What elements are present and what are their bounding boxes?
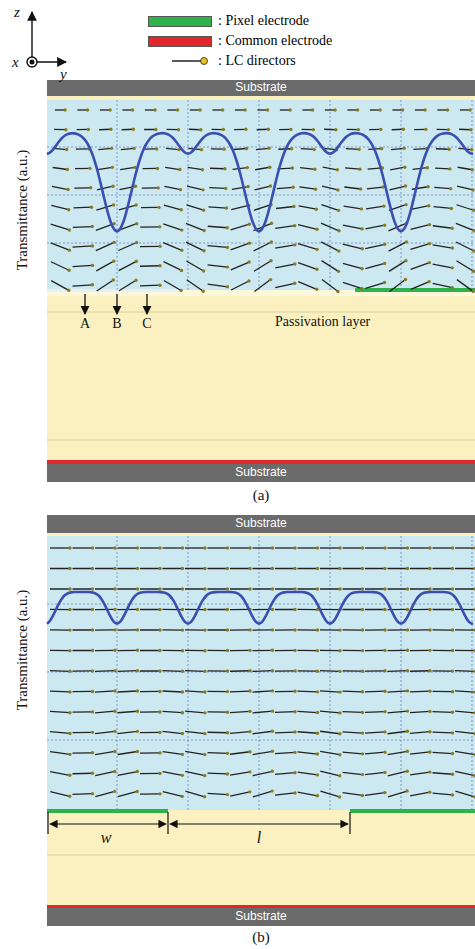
legend-swatch <box>148 36 212 47</box>
axis-label: y <box>60 66 67 83</box>
layer-name: Substrate <box>235 910 286 923</box>
substrate-layer: Substrate <box>47 464 475 482</box>
axis-title: Transmittance (a.u.) <box>14 150 31 271</box>
axes <box>27 12 66 67</box>
legend-text: : LC directors <box>218 52 296 70</box>
panel-a <box>47 96 475 464</box>
substrate-layer: Substrate <box>47 515 475 533</box>
legend-swatch <box>148 16 212 27</box>
position-label: C <box>142 316 151 331</box>
dimension-label: l <box>257 829 261 847</box>
legend-text: : Common electrode <box>218 32 332 50</box>
position-label: A <box>80 316 90 331</box>
substrate-layer: Substrate <box>47 908 475 926</box>
layer-name: Substrate <box>235 517 286 530</box>
passivation-layer: Passivation layer <box>47 312 475 440</box>
legend-entry: : LC directors <box>148 52 296 70</box>
position-label: B <box>112 316 121 331</box>
dimension-label: w <box>101 829 112 847</box>
layer-name: Substrate <box>235 466 286 479</box>
panel-b <box>47 533 475 908</box>
axis-title: Transmittance (a.u.) <box>14 590 31 711</box>
layer-name: Substrate <box>235 81 286 94</box>
panel-label: (a) <box>253 487 270 504</box>
legend-entry: : Common electrode <box>148 32 332 50</box>
axis-label: z <box>14 4 20 21</box>
panel-label: (b) <box>252 929 270 946</box>
legend-entry: : Pixel electrode <box>148 12 309 30</box>
director-symbol <box>172 58 208 65</box>
legend-sample-space <box>148 57 212 66</box>
legend-text: : Pixel electrode <box>218 12 309 30</box>
layer-name: Passivation layer <box>275 314 370 329</box>
substrate-layer: Substrate <box>47 80 475 96</box>
axis-label: x <box>12 54 19 71</box>
